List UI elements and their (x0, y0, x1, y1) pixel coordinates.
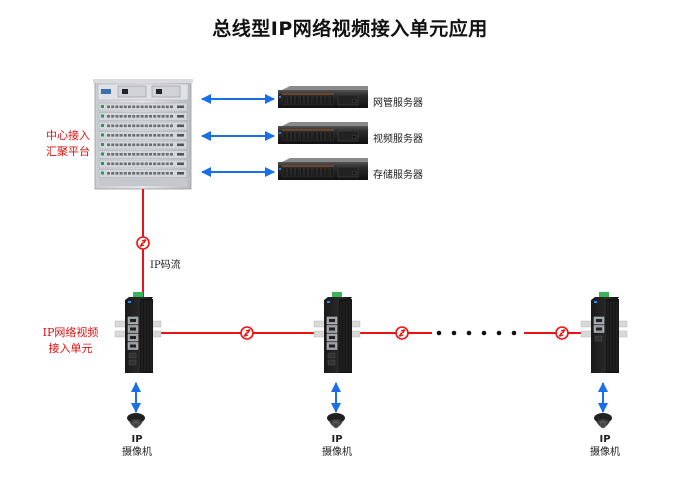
diagram-title: 总线型IP网络视频接入单元应用 (212, 18, 488, 40)
access-unit-label-line2: 接入单元 (48, 342, 93, 355)
server-video (278, 122, 368, 144)
line-card (98, 169, 188, 178)
line-card (98, 121, 188, 131)
access-unit-3 (580, 292, 628, 373)
camera-label-1-line1: IP (131, 434, 143, 445)
ip-camera-2 (327, 413, 345, 429)
camera-label-1-line2: 摄像机 (122, 447, 152, 458)
ip-stream-symbol-bus (395, 326, 409, 340)
core-platform-label-line1: 中心接入 (46, 129, 90, 142)
camera-label-2: IP 摄像机 (317, 433, 357, 459)
access-unit-1 (114, 292, 162, 373)
server-label-nms: 网管服务器 (373, 98, 423, 109)
server-storage (278, 158, 368, 180)
line-card (98, 102, 188, 112)
ip-camera-1 (127, 413, 145, 429)
line-card (98, 159, 188, 169)
line-card (98, 150, 188, 159)
camera-label-3: IP 摄像机 (585, 433, 625, 459)
access-unit-label: IP网络视频 接入单元 (28, 325, 113, 357)
ip-stream-symbol-bus (555, 326, 569, 340)
core-platform-label-line2: 汇聚平台 (46, 145, 90, 158)
core-aggregation-chassis (93, 79, 193, 190)
camera-label-1: IP 摄像机 (117, 433, 157, 459)
ip-stream-symbol-bus (240, 326, 254, 340)
ip-stream-symbol-uplink (136, 236, 150, 250)
ip-stream-label: IP码流 (150, 260, 181, 271)
line-card (98, 112, 188, 121)
core-platform-label: 中心接入 汇聚平台 (28, 128, 108, 160)
camera-label-2-line2: 摄像机 (322, 447, 352, 458)
server-label-storage: 存储服务器 (373, 170, 423, 181)
line-card (98, 140, 188, 150)
server-nms (278, 86, 368, 108)
ip-camera-3 (594, 413, 612, 429)
ellipsis-dots (436, 330, 517, 336)
camera-label-2-line1: IP (331, 434, 343, 445)
access-unit-label-line1: IP网络视频 (42, 326, 99, 339)
camera-label-3-line2: 摄像机 (590, 447, 620, 458)
camera-label-3-line1: IP (599, 434, 611, 445)
access-unit-2 (313, 292, 361, 373)
line-card (98, 131, 188, 140)
server-label-video: 视频服务器 (373, 134, 423, 145)
